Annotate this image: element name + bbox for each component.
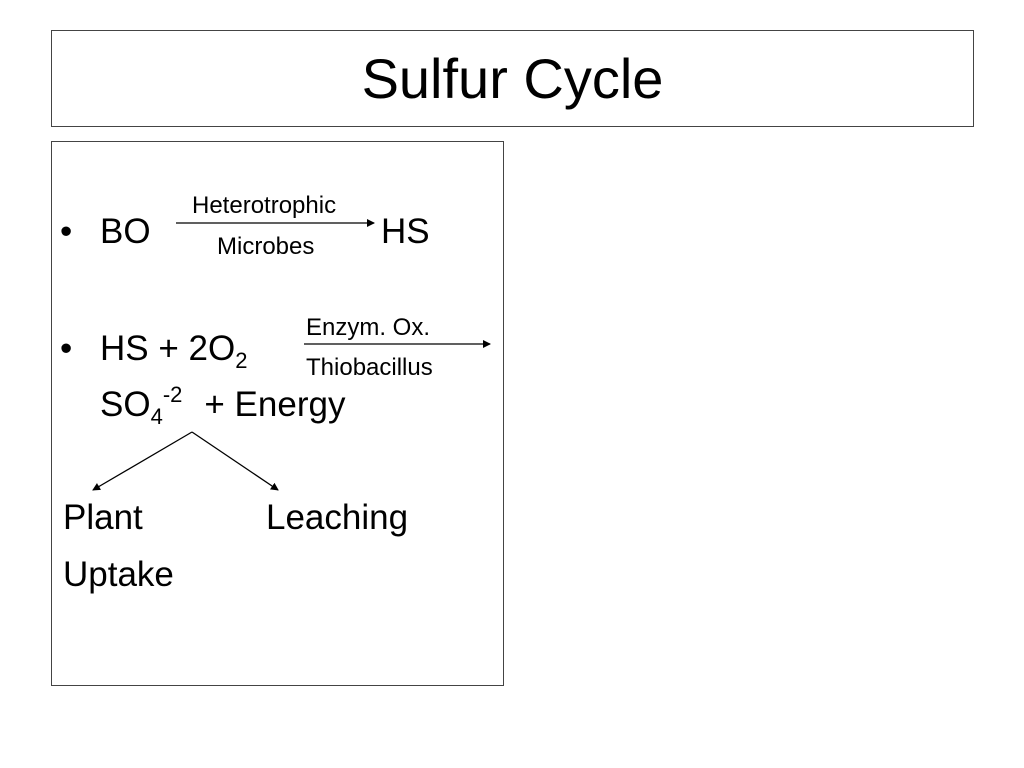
- reaction2-product-subscript: 4: [150, 404, 163, 429]
- reaction2-reactant-main: HS + 2O: [100, 329, 236, 368]
- reaction2-reactant-subscript: 2: [235, 348, 248, 373]
- title-box: Sulfur Cycle: [51, 30, 974, 127]
- reaction2-product: SO4-2 + Energy: [100, 382, 346, 429]
- branch-left-line2: Uptake: [63, 555, 174, 594]
- reaction2-product-rest: + Energy: [204, 385, 346, 424]
- content-box: • BO Heterotrophic Microbes HS • HS + 2O…: [51, 141, 504, 686]
- reaction-arrows: [92, 219, 491, 491]
- reaction2-reactant: HS + 2O2: [100, 329, 247, 373]
- reaction1-product: HS: [381, 212, 430, 251]
- branch-arrow-left: [92, 431, 193, 491]
- reaction1-arrow-top-label: Heterotrophic: [192, 192, 337, 219]
- reaction2-arrow-bottom-label: Thiobacillus: [306, 354, 433, 381]
- reaction2-arrow-top-label: Enzym. Ox.: [306, 314, 431, 341]
- reaction1-arrow-bottom-label: Microbes: [217, 233, 315, 260]
- reaction1-reactant: BO: [100, 212, 151, 251]
- branch-right: Leaching: [266, 498, 409, 537]
- bullet-2: •: [60, 329, 73, 368]
- reaction2-product-main: SO: [100, 385, 151, 424]
- slide-title: Sulfur Cycle: [361, 47, 664, 110]
- branch-left-line1: Plant: [63, 498, 143, 537]
- reaction2-product-superscript: -2: [162, 382, 183, 407]
- bullet-1: •: [60, 212, 73, 251]
- branch-arrow-right: [191, 431, 279, 491]
